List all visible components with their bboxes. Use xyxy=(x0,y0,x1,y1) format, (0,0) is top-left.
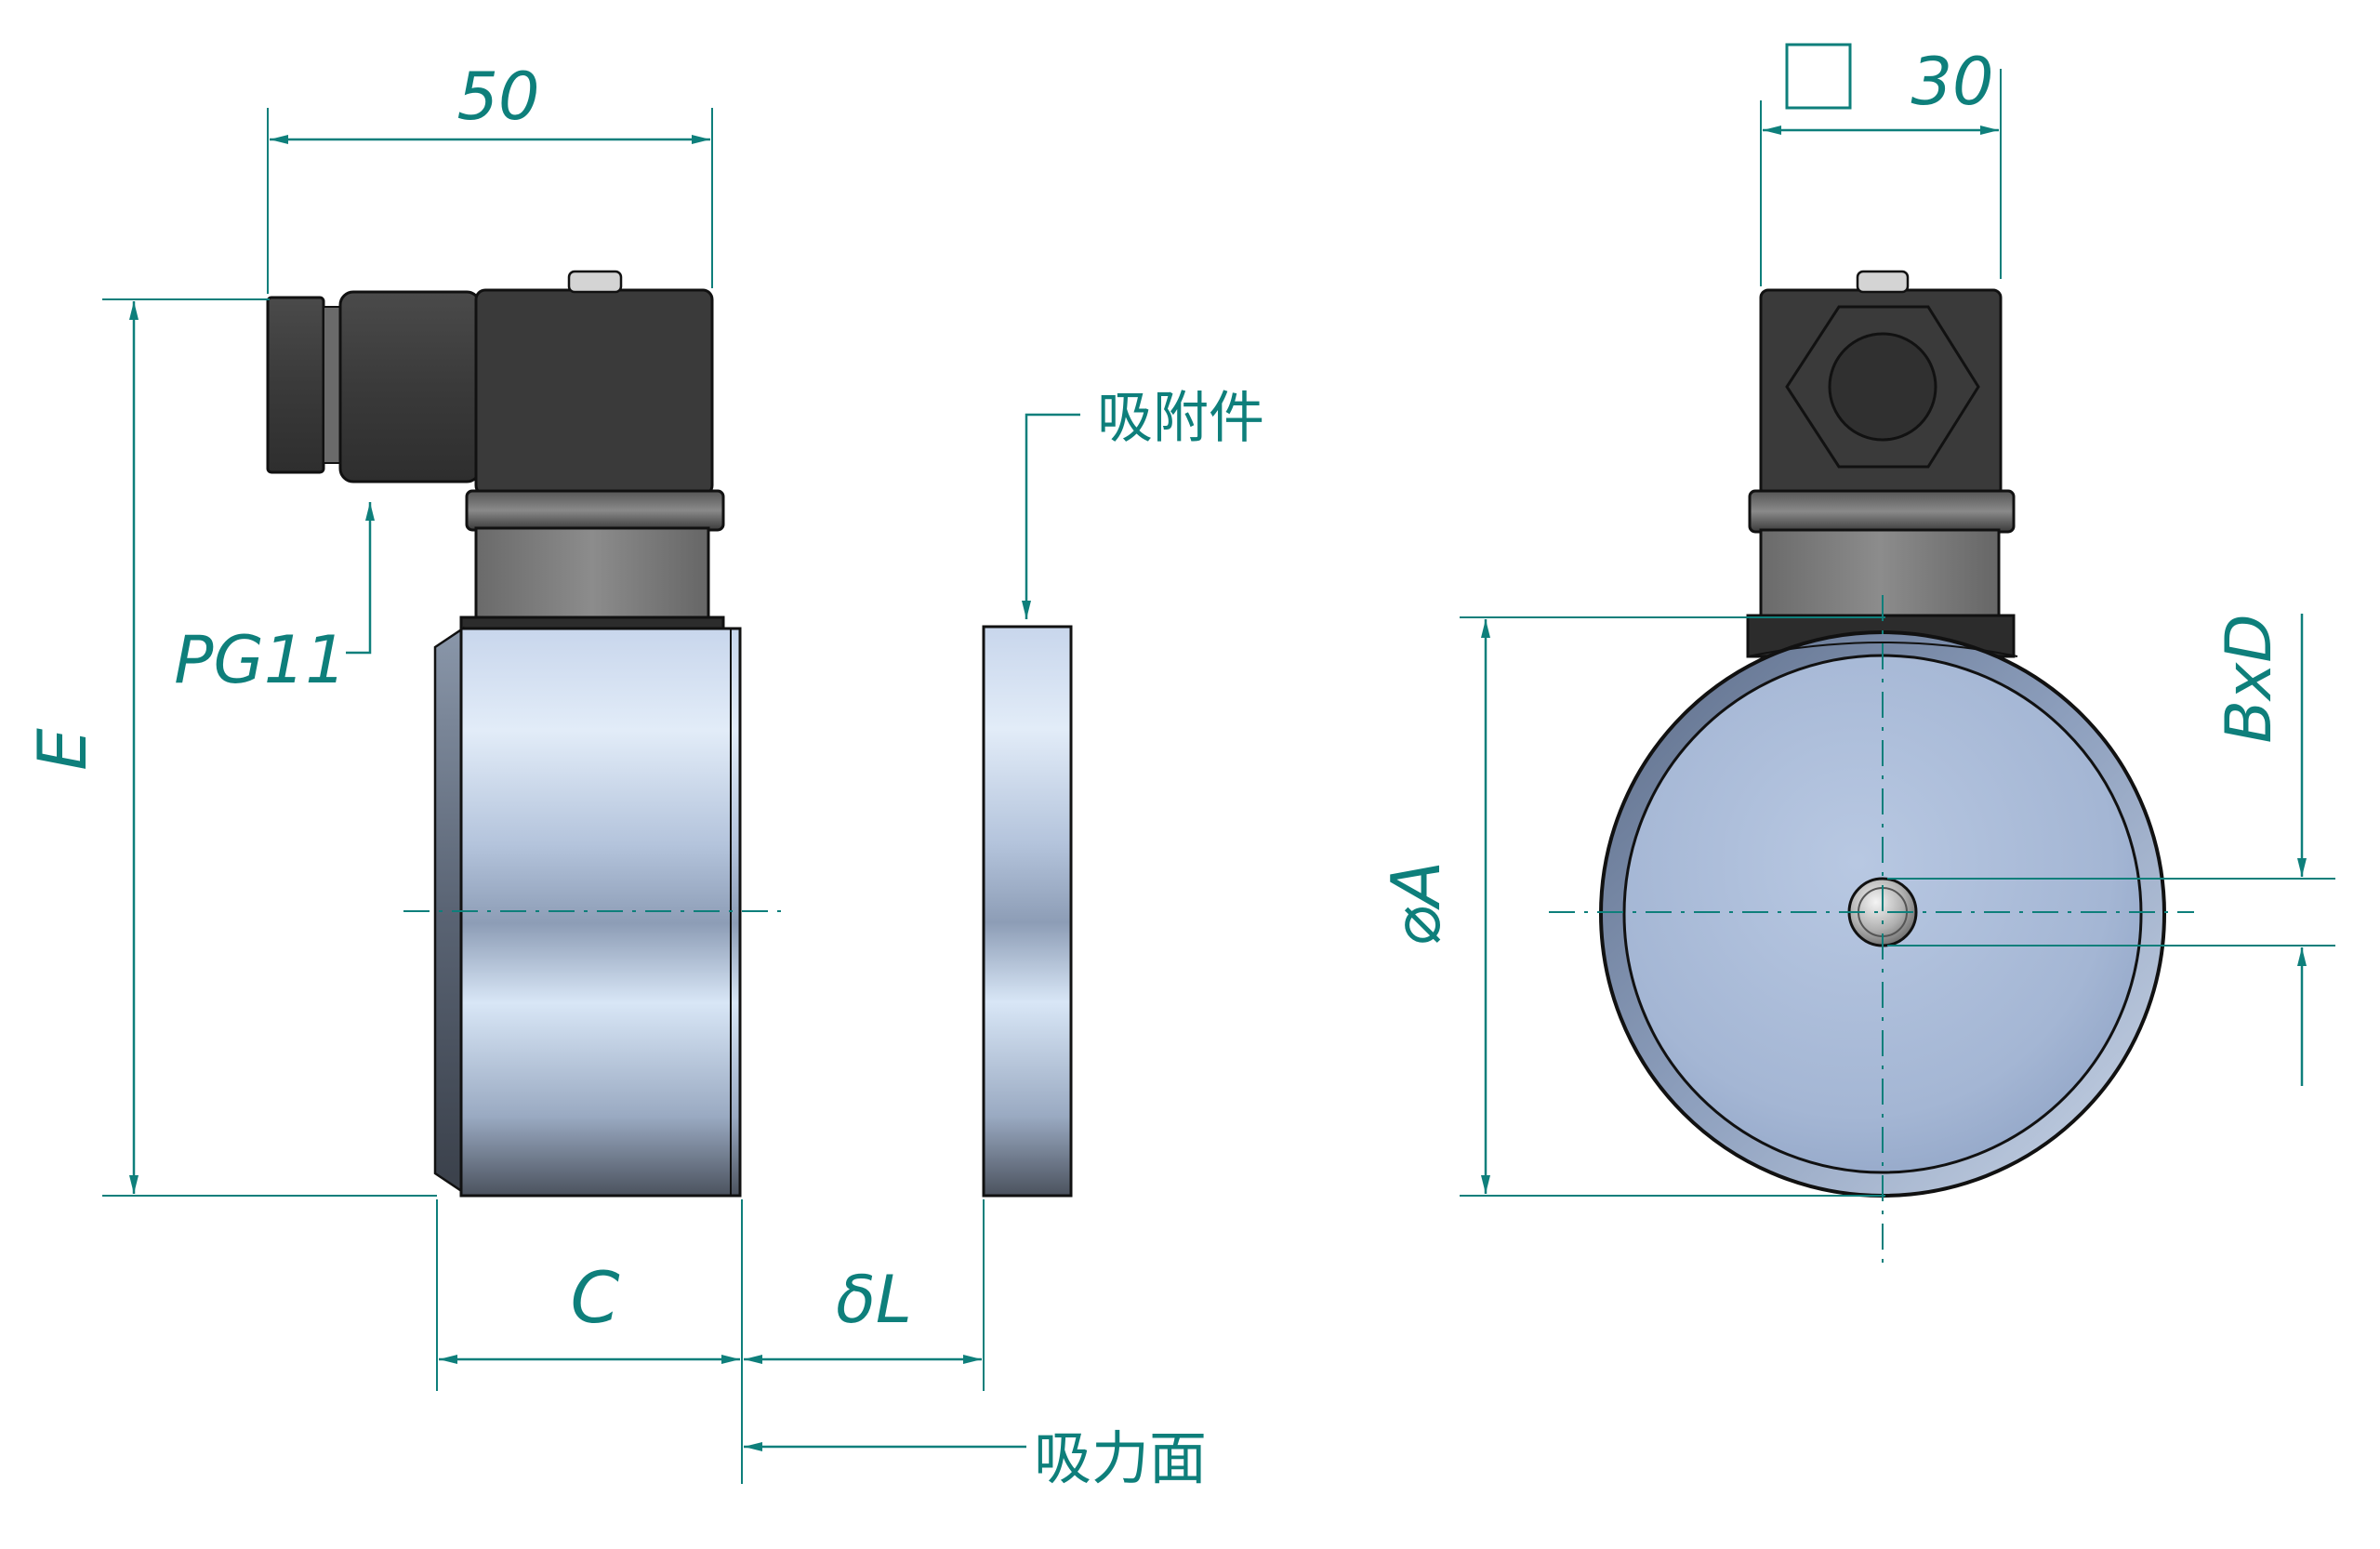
adsorbate-leader xyxy=(1022,413,1080,619)
connector-body xyxy=(474,288,714,496)
front-upper-collar xyxy=(1748,489,2016,534)
connector-screw xyxy=(567,270,623,294)
adsorbate-plate xyxy=(982,625,1073,1198)
square-size-label: 30 xyxy=(1911,44,1993,120)
square-symbol-icon xyxy=(1785,43,1852,110)
thread-leader xyxy=(346,502,375,655)
front-screw xyxy=(1856,270,1910,294)
cable-gland xyxy=(266,296,325,474)
front-view-dimensions xyxy=(1460,69,2335,1197)
adsorbate-label: 吸附件 xyxy=(1097,386,1264,451)
height-label: E xyxy=(23,728,101,771)
rim-highlight xyxy=(1747,642,2018,657)
front-stem xyxy=(1759,528,2001,621)
gland-nut xyxy=(338,290,482,483)
front-view xyxy=(1549,270,2194,1263)
hole-label: BxD xyxy=(2213,614,2286,743)
suction-face-label: 吸力面 xyxy=(1034,1424,1207,1492)
gland-cap xyxy=(1828,332,1937,442)
upper-collar xyxy=(465,489,725,532)
stem xyxy=(474,526,710,623)
thread-label: PG11 xyxy=(174,622,347,698)
side-view-dimensions xyxy=(102,108,1080,1484)
width-label: 50 xyxy=(456,59,539,135)
diameter-label: ⌀A xyxy=(1377,861,1455,947)
side-view xyxy=(266,270,1073,1198)
gap-label: δL xyxy=(836,1262,912,1338)
thickness-label: C xyxy=(570,1256,619,1339)
gland-ring xyxy=(323,306,341,464)
